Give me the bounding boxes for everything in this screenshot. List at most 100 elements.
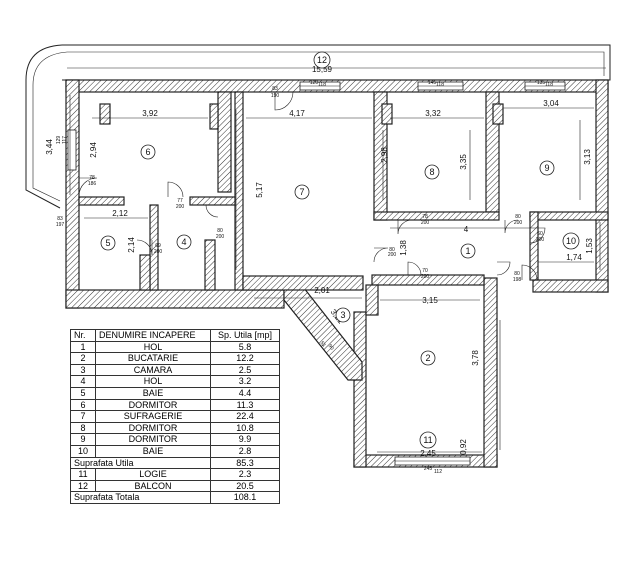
dimension-lines [67, 67, 606, 453]
svg-text:51: 51 [319, 340, 327, 348]
dim-room8-width: 3,32 [425, 109, 441, 118]
svg-text:129: 129 [56, 136, 62, 145]
dim-room5-depth: 2,14 [127, 237, 136, 253]
svg-text:11: 11 [423, 435, 432, 445]
svg-text:186: 186 [88, 181, 97, 187]
svg-text:118: 118 [545, 82, 553, 88]
dim-hall-width: 1,38 [399, 240, 408, 256]
svg-text:190: 190 [271, 93, 280, 99]
room-2-label: 2 [420, 350, 436, 366]
svg-text:7: 7 [299, 187, 304, 197]
dim-room8-left: 2,98 [380, 147, 389, 163]
room-numbers: 1 2 3 4 5 6 7 8 9 10 11 12 [100, 51, 580, 449]
dim-room2-depth: 3,78 [471, 350, 480, 366]
svg-text:245: 245 [424, 466, 433, 472]
svg-text:135: 135 [537, 80, 546, 86]
svg-text:12: 12 [317, 55, 327, 65]
dim-room11-depth: 0,92 [459, 439, 468, 455]
dim-balcony-length: 15,59 [312, 65, 333, 74]
room-3-label: 3 [335, 307, 351, 323]
dim-room6-width: 3,92 [142, 109, 158, 118]
svg-text:118: 118 [318, 82, 326, 88]
room-7-label: 7 [294, 184, 310, 200]
svg-text:8: 8 [429, 167, 434, 177]
dim-hall-length: 4 [464, 225, 469, 234]
opening-labels: 120 118 145 118 135 118 83 190 129 117 7… [56, 80, 553, 475]
header-name: DENUMIRE INCAPERE [95, 329, 211, 342]
svg-text:197: 197 [56, 222, 65, 228]
svg-text:120: 120 [310, 80, 319, 86]
svg-text:77: 77 [177, 198, 183, 204]
svg-text:78: 78 [89, 175, 95, 181]
svg-text:2: 2 [425, 353, 430, 363]
svg-text:69: 69 [155, 243, 161, 249]
room-1-label: 1 [460, 243, 476, 259]
svg-text:145: 145 [428, 80, 437, 86]
svg-text:90: 90 [327, 343, 335, 351]
svg-text:5: 5 [105, 238, 110, 248]
dim-room6-depth: 2,94 [89, 142, 98, 158]
room-9-label: 9 [539, 160, 555, 176]
dim-room9-width: 3,04 [543, 99, 559, 108]
svg-text:200: 200 [154, 249, 163, 255]
svg-text:200: 200 [514, 220, 523, 226]
svg-text:198: 198 [513, 277, 522, 283]
room-10-label: 10 [562, 232, 580, 250]
svg-text:112: 112 [434, 469, 442, 475]
header-nr: Nr. [70, 329, 96, 342]
room-5-label: 5 [100, 235, 116, 251]
dim-room10-depth: 1,53 [585, 238, 594, 254]
svg-text:118: 118 [436, 82, 444, 88]
svg-text:9: 9 [544, 163, 549, 173]
svg-text:200: 200 [176, 204, 185, 210]
dim-room2-top: 3,15 [422, 296, 438, 305]
svg-text:200: 200 [216, 234, 225, 240]
svg-text:200: 200 [388, 252, 397, 258]
svg-text:80: 80 [389, 247, 395, 253]
windows [67, 81, 566, 466]
svg-text:10: 10 [566, 236, 576, 246]
dim-room7-depth: 5,17 [255, 182, 264, 198]
room-11-label: 11 [419, 431, 437, 449]
svg-text:78: 78 [422, 214, 428, 220]
svg-text:80: 80 [515, 214, 521, 220]
dim-room8-depth: 3,35 [459, 154, 468, 170]
svg-text:3: 3 [340, 310, 345, 320]
svg-text:1: 1 [465, 246, 470, 256]
dim-room5-width: 2,12 [112, 209, 128, 218]
svg-text:83: 83 [57, 216, 63, 222]
svg-text:6: 6 [145, 147, 150, 157]
svg-text:70: 70 [422, 268, 428, 274]
svg-text:117: 117 [62, 136, 68, 144]
room-12-label: 12 [313, 51, 331, 69]
dim-room7-width: 4,17 [289, 109, 305, 118]
dim-room11-width: 2,45 [420, 449, 436, 458]
room-8-label: 8 [424, 164, 440, 180]
svg-text:83: 83 [272, 86, 278, 92]
dim-room10-width: 1,74 [566, 253, 582, 262]
interior-walls [78, 91, 609, 316]
dim-room9-depth: 3,13 [583, 149, 592, 165]
table-header-row: Nr. DENUMIRE INCAPERE Sp. Utila [mp] [70, 329, 280, 342]
svg-text:80: 80 [514, 271, 520, 277]
svg-text:80: 80 [217, 228, 223, 234]
room-4-label: 4 [176, 234, 192, 250]
svg-text:200: 200 [536, 237, 545, 243]
svg-text:200: 200 [421, 220, 430, 226]
svg-text:200: 200 [421, 274, 430, 280]
